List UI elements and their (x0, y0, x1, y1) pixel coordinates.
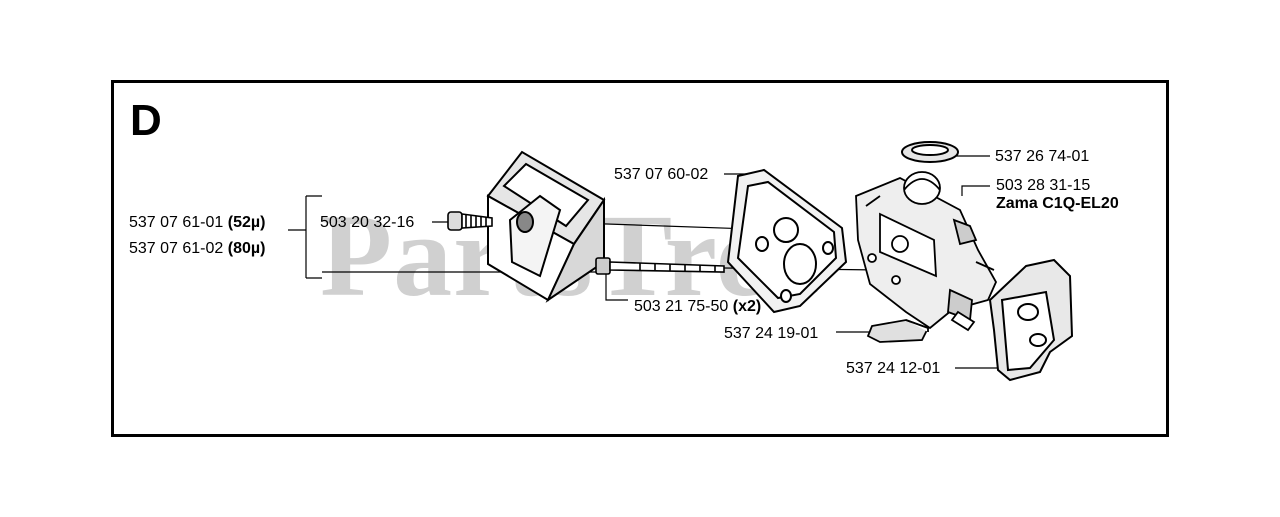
ring-shape (901, 141, 959, 163)
insulator-shape (988, 258, 1074, 382)
carburetor-shape (855, 171, 998, 332)
part-label-carburetor-model: Zama C1Q-EL20 (996, 195, 1119, 212)
part-label-insulator: 537 24 12-01 (846, 360, 941, 377)
diagram-frame (111, 80, 1169, 437)
air-filter-shape (486, 150, 606, 303)
part-label-air-filter-80: 537 07 61-02 (80µ) (129, 240, 266, 257)
leader-bolt (605, 272, 628, 301)
bolt-shape (595, 257, 725, 275)
gasket-shape (726, 168, 848, 314)
part-label-air-filter-52: 537 07 61-01 (52µ) (129, 214, 266, 231)
part-label-block: 537 24 19-01 (724, 325, 819, 342)
block-shape (866, 319, 930, 343)
leader-air-filter (288, 195, 598, 279)
leader-carb (961, 185, 990, 196)
part-label-bolt: 503 21 75-50 (x2) (634, 298, 762, 315)
part-label-ring: 537 26 74-01 (995, 148, 1090, 165)
part-label-gasket: 537 07 60-02 (614, 166, 709, 183)
part-label-screw: 503 20 32-16 (320, 214, 415, 231)
part-label-carburetor: 503 28 31-15 (996, 177, 1091, 194)
screw-shape (447, 211, 493, 231)
section-label: D (130, 96, 162, 145)
